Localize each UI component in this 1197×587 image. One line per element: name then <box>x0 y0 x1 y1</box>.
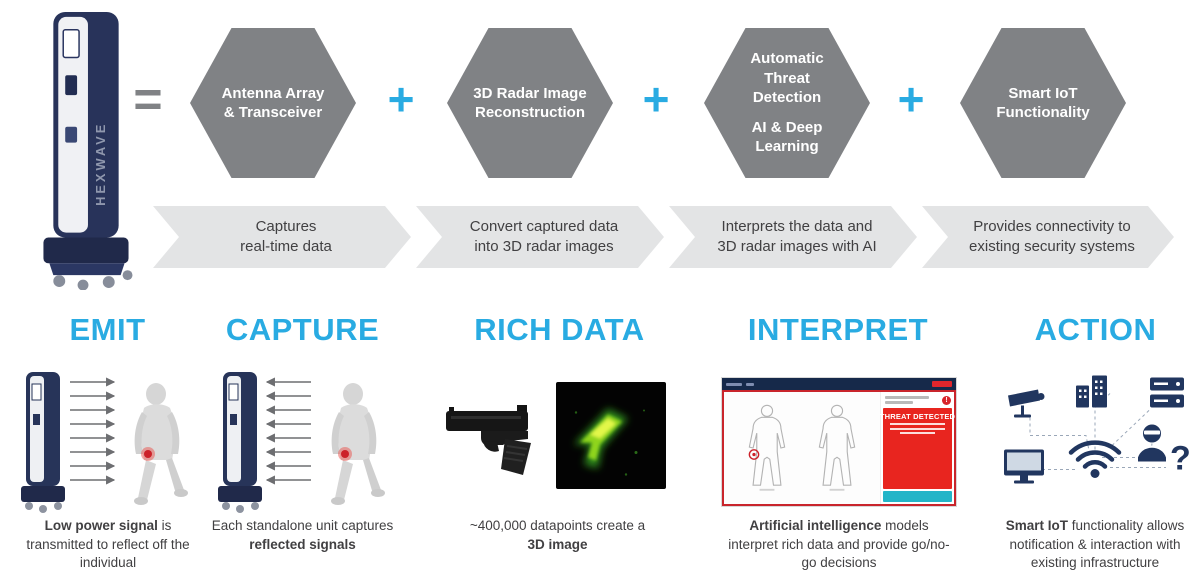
monitor-icon <box>1004 449 1044 484</box>
heading-rich-data: RICH DATA <box>474 312 645 347</box>
banner-label: Provides connectivity to existing securi… <box>969 217 1135 255</box>
banner-label: Captures real-time data <box>240 217 332 255</box>
caption-bold-text: Smart IoT <box>1005 518 1068 533</box>
alert-text-placeholder <box>889 427 946 430</box>
caption-text: Each standalone unit captures <box>211 518 394 533</box>
caption-emit: Low power signal is transmitted to refle… <box>22 517 194 573</box>
body-scan-panel <box>724 392 880 504</box>
caption-interpret: Artificial intelligence models interpret… <box>723 517 955 573</box>
hexagon-label: Automatic Threat Detection <box>750 50 824 107</box>
alert-exclamation-icon: ! <box>942 396 951 405</box>
emitted-signal-arrows <box>70 377 116 485</box>
banner-label: Interprets the data and 3D radar images … <box>717 217 877 255</box>
hexagon-label: Antenna Array & Transceiver <box>221 84 325 122</box>
body-outline-front <box>748 404 786 491</box>
caption-text: models interpret rich data and provide g… <box>728 518 950 571</box>
banner-label: Convert captured data into 3D radar imag… <box>469 217 619 255</box>
header-text-placeholder <box>726 382 742 386</box>
question-mark: ? <box>1170 440 1190 478</box>
reflected-signal-arrows <box>265 377 311 485</box>
heading-emit: EMIT <box>69 312 146 347</box>
screen-header <box>722 378 956 390</box>
action-iot-illustration: ? <box>1004 375 1190 484</box>
security-person-icon <box>1138 424 1166 462</box>
caption-capture: Each standalone unit captures reflected … <box>210 517 395 554</box>
hexagon-label: 3D Radar Image Reconstruction <box>473 84 587 122</box>
hexagon-antenna-array: Antenna Array & Transceiver <box>190 28 356 178</box>
pistol <box>446 405 531 475</box>
header-text-placeholder <box>746 382 754 386</box>
banner-captures: Captures real-time data <box>153 206 411 268</box>
gun-photo <box>446 405 531 475</box>
caster-wheel <box>102 276 115 289</box>
caption-bold-text: 3D image <box>527 536 588 552</box>
server-icon <box>1150 377 1184 408</box>
caption-action: Smart IoT functionality allows notificat… <box>992 517 1197 573</box>
device-base <box>43 237 133 290</box>
equals-sign: = <box>133 71 163 127</box>
caption-text: ~400,000 datapoints create a <box>469 518 646 533</box>
caption-text: functionality allows notification & inte… <box>1009 518 1185 571</box>
alert-status-area: ! <box>883 394 952 406</box>
emit-illustration <box>21 372 188 513</box>
caption-bold-text: Artificial intelligence <box>749 518 882 533</box>
scanner-unit <box>218 372 262 513</box>
threat-dot <box>341 450 349 458</box>
status-text-placeholder <box>885 396 929 399</box>
screen-action-button <box>883 491 952 502</box>
hexwave-device-image: HEXWAVE <box>43 11 133 290</box>
plus-sign: + <box>387 73 415 125</box>
alert-panel: ! THREAT DETECTED <box>879 392 956 504</box>
hexagon-3d-reconstruction: 3D Radar Image Reconstruction <box>447 28 613 178</box>
heading-interpret: INTERPRET <box>747 312 929 347</box>
banner-convert: Convert captured data into 3D radar imag… <box>416 206 664 268</box>
capture-illustration <box>218 372 385 513</box>
alert-text-placeholder <box>899 432 936 434</box>
threat-alert-box: THREAT DETECTED <box>879 407 956 489</box>
heading-capture: CAPTURE <box>225 312 380 347</box>
status-text-placeholder <box>885 401 913 404</box>
body-outline-back <box>818 404 855 491</box>
plus-sign: + <box>897 73 925 125</box>
person-silhouette <box>134 383 188 505</box>
plus-sign: + <box>642 73 670 125</box>
hexagon-smart-iot: Smart IoT Functionality <box>960 28 1126 178</box>
detection-marker-dot <box>752 452 756 457</box>
cctv-camera-icon <box>1008 389 1045 418</box>
caption-bold-text: reflected signals <box>249 536 356 552</box>
screen-header-button <box>932 381 952 387</box>
caster-wheel <box>53 275 66 288</box>
scanner-unit <box>21 372 65 513</box>
caster-wheel <box>77 279 89 290</box>
banner-provides: Provides connectivity to existing securi… <box>922 206 1174 268</box>
screen-body: ! THREAT DETECTED <box>722 390 956 506</box>
radar-blob <box>574 408 645 476</box>
device-brand-label: HEXWAVE <box>93 122 108 206</box>
caption-rich-data: ~400,000 datapoints create a 3D image <box>465 517 650 554</box>
caption-bold-text: Low power signal <box>44 518 158 533</box>
alert-text-placeholder <box>889 423 946 425</box>
heading-action: ACTION <box>1034 312 1157 347</box>
threat-alert-title: THREAT DETECTED <box>879 411 956 421</box>
caption-text: is transmitted to reflect off the indivi… <box>26 518 190 571</box>
device-tower: HEXWAVE <box>53 11 119 238</box>
threat-dot <box>144 450 152 458</box>
detection-marker <box>748 449 760 460</box>
hexagon-threat-detection: Automatic Threat Detection AI & Deep Lea… <box>704 28 870 178</box>
building-icons <box>1076 375 1107 408</box>
wifi-icon <box>1068 440 1122 478</box>
caster-wheel <box>122 270 133 281</box>
person-silhouette <box>331 383 385 505</box>
hexagon-sublabel: AI & Deep Learning <box>751 118 823 156</box>
radar-image <box>556 382 666 489</box>
hexagon-label: Smart IoT Functionality <box>996 84 1090 122</box>
banner-interprets: Interprets the data and 3D radar images … <box>669 206 917 268</box>
interpret-screenshot: ! THREAT DETECTED <box>722 378 956 506</box>
